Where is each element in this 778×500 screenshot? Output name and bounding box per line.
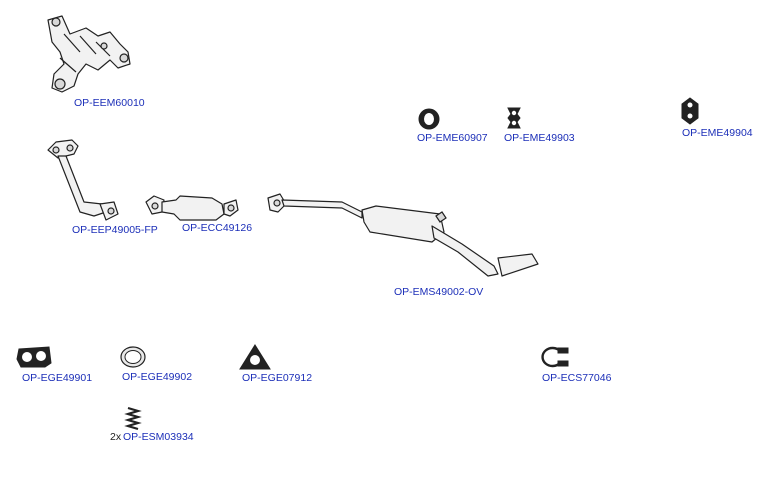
spring-quantity: 2x (110, 431, 122, 443)
front-pipe-part[interactable] (44, 138, 124, 224)
spring-part[interactable] (124, 406, 142, 432)
gasket-2-label[interactable]: OP-EGE49902 (122, 371, 193, 383)
middle-silencer-label[interactable]: OP-EMS49002-OV (394, 286, 484, 298)
catalyst-label[interactable]: OP-ECC49126 (182, 222, 253, 234)
gasket-2-part[interactable] (119, 345, 147, 369)
gasket-1-label[interactable]: OP-EGE49901 (22, 372, 93, 384)
spring-label[interactable]: OP-ESM03934 (123, 431, 194, 443)
mount-2-label[interactable]: OP-EME49903 (504, 132, 575, 144)
mount-2-part[interactable] (505, 106, 523, 130)
catalyst-part[interactable] (144, 192, 240, 224)
clamp-part[interactable] (538, 345, 572, 369)
gasket-3-label[interactable]: OP-EGE07912 (242, 372, 313, 384)
manifold-label[interactable]: OP-EEM60010 (74, 97, 145, 109)
manifold-part[interactable] (40, 12, 135, 97)
front-pipe-label[interactable]: OP-EEP49005-FP (72, 224, 158, 236)
mount-3-label[interactable]: OP-EME49904 (682, 127, 753, 139)
clamp-label[interactable]: OP-ECS77046 (542, 372, 612, 384)
mount-3-part[interactable] (680, 96, 700, 126)
gasket-3-part[interactable] (238, 343, 272, 371)
gasket-1-part[interactable] (15, 345, 53, 369)
mount-1-label[interactable]: OP-EME60907 (417, 132, 488, 144)
middle-silencer-part[interactable] (266, 192, 542, 282)
mount-1-part[interactable] (418, 108, 440, 130)
